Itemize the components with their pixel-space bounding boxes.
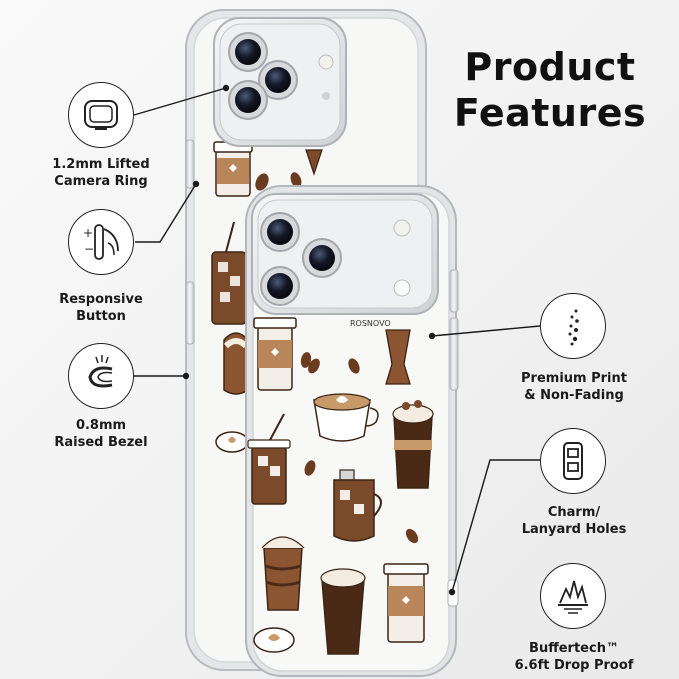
feature-drop-proof [540, 563, 606, 629]
feature-lanyard-holes [540, 428, 606, 494]
feature-callout-lines [133, 84, 541, 596]
page-title: Product Features [440, 44, 660, 136]
feature-premium-print [540, 293, 606, 359]
drop-proof-icon [558, 580, 588, 614]
feature-responsive-button: + − [68, 209, 134, 275]
front-phone-case: ROSNOVO [245, 185, 459, 677]
feature-raised-bezel [68, 343, 134, 409]
coffee-pattern-front: ROSNOVO [247, 317, 434, 655]
feature-label-responsive-button: Responsive Button [59, 292, 143, 324]
print-icon [568, 309, 579, 346]
camera-ring-icon [84, 100, 118, 130]
title-line-1: Product [464, 45, 636, 89]
lanyard-holes-icon [563, 442, 583, 480]
svg-text:+: + [83, 226, 93, 240]
feature-label-camera-ring: 1.2mm Lifted Camera Ring [52, 157, 150, 189]
title-line-2: Features [453, 91, 647, 135]
svg-text:−: − [84, 242, 94, 256]
bezel-icon [88, 355, 113, 388]
feature-label-drop-proof: Buffertech™ 6.6ft Drop Proof [514, 641, 634, 673]
button-icon: + − [83, 224, 119, 260]
feature-label-raised-bezel: 0.8mm Raised Bezel [54, 418, 148, 450]
coffee-pattern-back: ROSNOVO [211, 130, 329, 453]
feature-label-lanyard-holes: Charm/ Lanyard Holes [521, 505, 627, 537]
feature-label-premium-print: Premium Print & Non-Fading [521, 371, 627, 403]
case-brand-front: ROSNOVO [350, 319, 391, 328]
feature-camera-ring [68, 82, 134, 148]
